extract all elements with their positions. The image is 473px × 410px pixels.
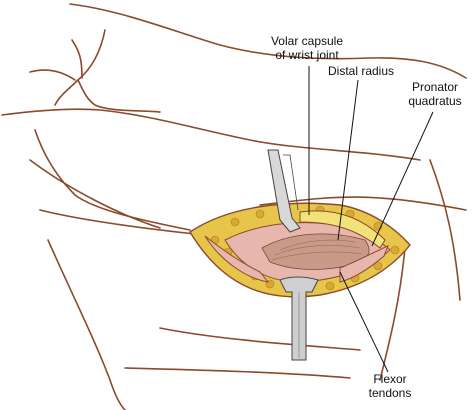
leader-flexor-tendons <box>339 271 389 373</box>
label-distal-radius: Distal radius <box>316 64 406 78</box>
flexor-tendons-retracted <box>299 210 386 249</box>
label-pronator-quadratus: Pronator quadratus <box>398 80 472 108</box>
label-pronator-line2: quadratus <box>408 94 462 108</box>
label-distal-radius-line1: Distal radius <box>327 64 395 78</box>
pronator-quadratus-muscle <box>261 233 370 270</box>
leader-lines <box>308 66 434 373</box>
label-pronator-line1: Pronator <box>411 80 459 94</box>
label-flexor-line1: Flexor <box>373 372 407 386</box>
forearm-hand-outline <box>1 3 467 410</box>
lower-retractor <box>279 276 319 361</box>
label-volar-capsule: Volar capsule of wrist joint <box>252 34 362 62</box>
label-flexor-tendons: Flexor tendons <box>355 372 425 400</box>
ulnar-tissue-flap <box>339 245 389 283</box>
leader-pronator-quadratus <box>371 111 434 247</box>
label-volar-capsule-line2: of wrist joint <box>275 48 339 62</box>
surgical-wound <box>189 202 411 298</box>
upper-retractor <box>267 149 301 233</box>
label-flexor-line2: tendons <box>368 386 412 400</box>
leader-distal-radius <box>337 79 359 241</box>
radial-tissue-flap <box>204 235 270 283</box>
label-volar-capsule-line1: Volar capsule <box>270 34 344 48</box>
